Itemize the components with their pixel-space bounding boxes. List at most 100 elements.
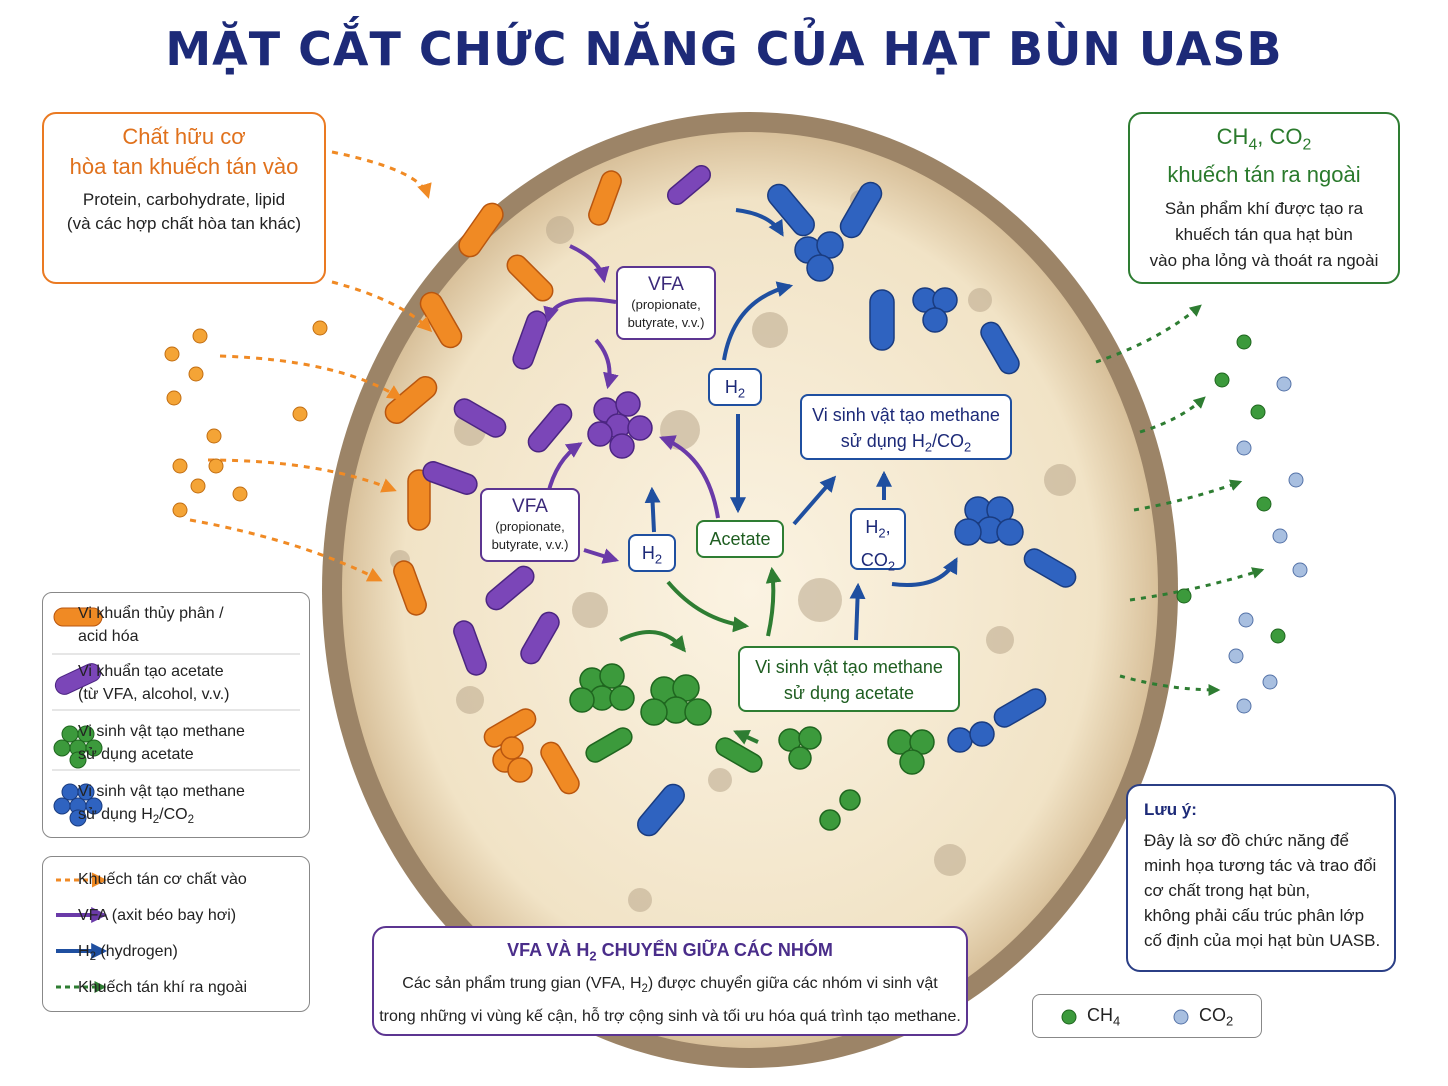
granule-body [342,132,1158,1048]
text-part: ) được chuyển giữa các nhóm vi sinh vật [647,974,938,992]
gas-legend: CH4 CO2 [1032,994,1262,1038]
subscript: 2 [89,951,96,964]
text-part: sử dụng H [840,431,925,451]
gas-body-2: khuếch tán qua hạt bùn [1175,225,1353,245]
text-part: (hydrogen) [95,943,178,960]
vfa-arrow [583,548,620,564]
vfa-title: VFA [648,274,684,295]
h2-label: H2 [708,368,762,406]
text-part: /CO [159,806,188,823]
acetate-arrow [619,630,687,653]
text-part: CHUYỂN GIỮA CÁC NHÓM [596,940,833,960]
co2-text: CO [860,549,888,570]
acetate-methanogen-line-1: Vi sinh vật tạo methane [755,657,943,677]
subscript: 2 [589,948,597,964]
h2-label: H2 [628,534,676,572]
organic-heading-2: hòa tan khuếch tán vào [69,154,299,179]
note-line: cơ chất trong hạt bùn, [1144,881,1311,900]
vfa-detail: butyrate, v.v.) [491,537,569,552]
h2-arrow [849,582,866,641]
legend-line: Vi khuẩn thủy phân / [78,605,224,622]
gas-diffusion-box: CH4, CO2 khuếch tán ra ngoài Sản phẩm kh… [1128,112,1400,284]
subscript: 2 [887,558,896,574]
vfa-detail: butyrate, v.v.) [627,315,705,330]
transfer-body-1: Các sản phẩm trung gian (VFA, H2) được c… [374,970,966,1003]
text-part: Các sản phẩm trung gian (VFA, H [402,974,642,992]
note-line: cố định của mọi hạt bùn UASB. [1144,931,1381,950]
h2-line: H2, [865,517,891,541]
legend-item-acetate-methanogen: Vi sinh vật tạo methane sử dụng acetate [78,720,245,766]
h2-text: H [641,543,655,563]
subscript: 4 [1113,1013,1121,1029]
transfer-heading: VFA VÀ H2 CHUYỂN GIỮA CÁC NHÓM [374,940,966,964]
legend-arrow-substrate: Khuếch tán cơ chất vào [78,871,247,888]
co2-line: CO2 [852,547,904,580]
vfa-arrow [543,297,617,324]
legend-item-h2-methanogen: Vi sinh vật tạo methane sử dụng H2/CO2 [78,780,245,832]
h2-methanogen-label: Vi sinh vật tạo methane sử dụng H2/CO2 [800,394,1012,460]
subscript: 2 [1226,1013,1234,1029]
gas-bubbles-ch4 [1176,334,1286,644]
hydrogenotrophic-methanogens [637,181,1077,837]
legend-arrow-vfa: VFA (axit béo bay hơi) [78,907,237,924]
vfa-arrow [659,435,720,519]
ch4-text: CH [1216,124,1249,149]
h2-arrow [735,208,784,237]
legend-line: Vi khuẩn tạo acetate [78,663,224,680]
subscript: 2 [654,551,663,567]
subscript: 2 [737,385,746,401]
gas-body-3: vào pha lỏng và thoát ra ngoài [1149,251,1379,271]
ch4-legend-label: CH4 [1087,1005,1120,1029]
text-part: CO [1199,1005,1226,1025]
h2-arrow [644,486,661,533]
acetate-methanogen-line-2: sử dụng acetate [783,683,915,703]
subscript: 2 [187,814,195,827]
acetate-methanogen-label: Vi sinh vật tạo methane sử dụng acetate [738,646,960,712]
subscript: 2 [1302,136,1312,154]
text-part: sử dụng H [78,806,153,823]
legend-line: Vi sinh vật tạo methane [78,723,245,740]
h2-text: H [865,517,879,537]
h2-co2-label: H2, CO2 [850,508,906,573]
co2-text: CO [1269,124,1303,149]
note-heading: Lưu ý: [1144,800,1197,819]
vfa-detail: (propionate, [631,297,701,312]
acetate-arrow [765,566,782,637]
subscript: 2 [964,439,972,455]
co2-legend-label: CO2 [1199,1005,1233,1029]
organic-heading-1: Chất hữu cơ [122,124,246,149]
vfa-arrow [569,244,610,284]
text-part: /CO [932,431,965,451]
ch4-bubble-icon [1061,1009,1077,1025]
gas-diffusion-arrows [1095,304,1265,696]
legend-line: (từ VFA, alcohol, v.v.) [78,686,230,703]
legend-line: sử dụng H2/CO2 [78,803,245,832]
legend-item-acetogen: Vi khuẩn tạo acetate (từ VFA, alcohol, v… [78,660,230,706]
acetoclastic-methanogens [569,663,935,831]
gas-body-1: Sản phẩm khí được tạo ra [1164,199,1364,219]
h2-arrow [891,557,958,587]
note-line: Đây là sơ đồ chức năng để [1144,831,1349,850]
organic-body-2: (và các hợp chất hòa tan khác) [66,214,302,233]
transfer-box: VFA VÀ H2 CHUYỂN GIỮA CÁC NHÓM Các sản p… [372,926,968,1036]
acetate-arrow [666,580,750,633]
organic-body-1: Protein, carbohydrate, lipid [82,190,286,209]
text-part: CH [1087,1005,1113,1025]
h2-arrow [792,475,837,526]
legend-arrow-h2: H2 (hydrogen) [78,940,178,969]
subscript: 2 [641,982,648,995]
legend-line: acid hóa [78,628,139,645]
vfa-label: VFA (propionate, butyrate, v.v.) [616,266,716,340]
subscript: 2 [924,439,933,455]
vfa-arrow [594,338,619,390]
page-title: MẶT CẮT CHỨC NĂNG CỦA HẠT BÙN UASB [165,22,1283,76]
text-part: H [78,943,90,960]
gas-bubbles-co2 [1228,376,1308,714]
legend-item-hydrolytic: Vi khuẩn thủy phân / acid hóa [78,602,224,648]
organic-diffusion-box: Chất hữu cơ hòa tan khuếch tán vào Prote… [42,112,326,284]
h2-arrow [722,281,794,361]
subscript: 2 [878,525,886,541]
texture-spots [390,190,1076,912]
vfa-label: VFA (propionate, butyrate, v.v.) [480,488,580,562]
